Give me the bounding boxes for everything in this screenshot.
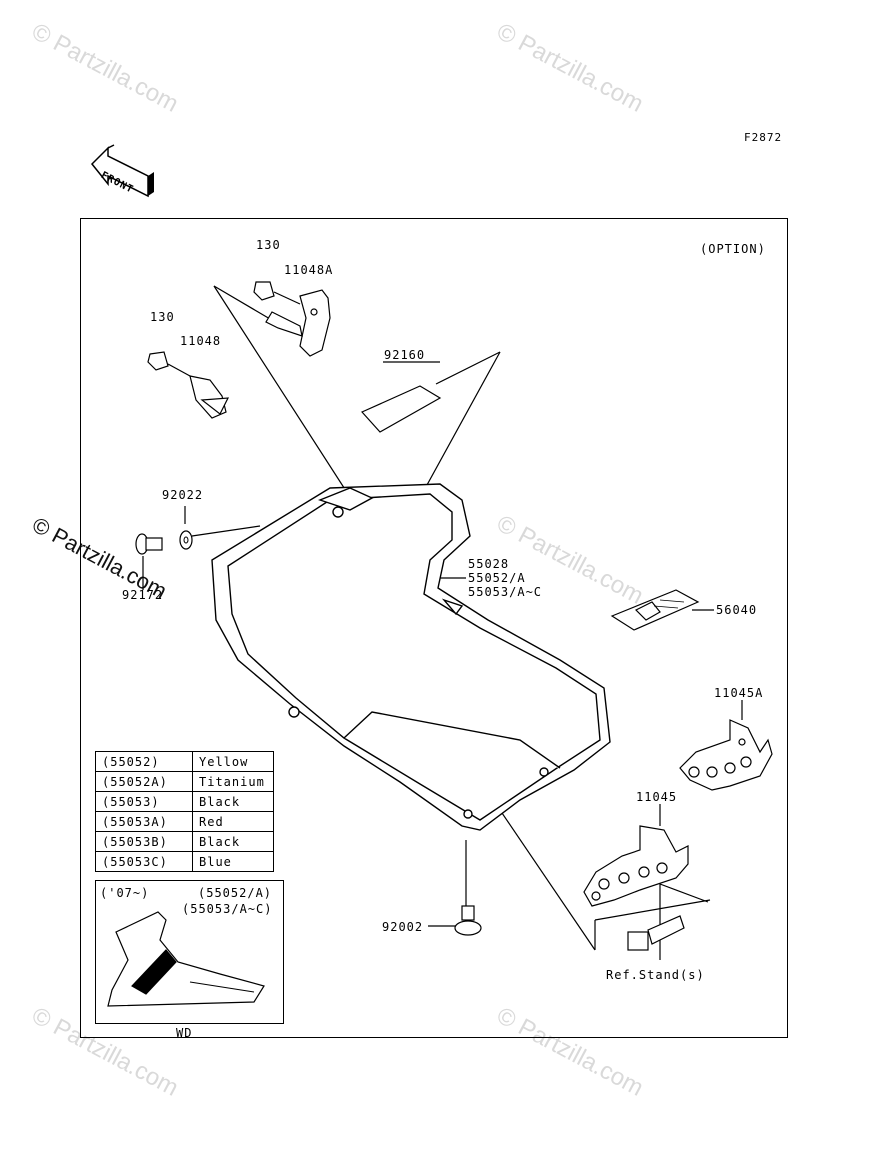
color-table-row: (55052)Yellow [95, 751, 274, 772]
callout-cowl-line3: 55053/A~C [468, 585, 543, 599]
part-code: (55053B) [95, 831, 193, 852]
callout-washer-92022: 92022 [162, 488, 204, 502]
variant-year: ('07~) [100, 886, 150, 900]
part-color: Black [192, 831, 274, 852]
callout-cowl-line1: 55028 [468, 557, 510, 571]
part-color: Yellow [192, 751, 274, 772]
part-code: (55053) [95, 791, 193, 812]
variant-line1: (55052/A) [198, 886, 273, 900]
variant-caption: WD [176, 1026, 193, 1040]
callout-ref-stand: Ref.Stand(s) [606, 968, 705, 982]
part-code: (55052) [95, 751, 193, 772]
variant-box [95, 880, 284, 1024]
part-color: Red [192, 811, 274, 832]
callout-bolt-92002: 92002 [382, 920, 424, 934]
color-table-row: (55052A)Titanium [95, 771, 274, 792]
callout-bolt-92172: 92172 [122, 588, 164, 602]
option-label: (OPTION) [700, 242, 766, 256]
callout-bracket-11048a: 11048A [284, 263, 334, 277]
callout-bolt-130-lower: 130 [150, 310, 175, 324]
part-color: Titanium [192, 771, 274, 792]
callout-pad-92160: 92160 [384, 348, 426, 362]
callout-bracket-11048: 11048 [180, 334, 222, 348]
color-table-row: (55053A)Red [95, 811, 274, 832]
callout-bolt-130-upper: 130 [256, 238, 281, 252]
callout-bracket-11045a: 11045A [714, 686, 764, 700]
variant-line2: (55053/A~C) [182, 902, 273, 916]
color-table-row: (55053C)Blue [95, 851, 274, 872]
diagram-code: F2872 [744, 131, 783, 144]
part-code: (55053C) [95, 851, 193, 872]
part-code: (55053A) [95, 811, 193, 832]
color-table-row: (55053B)Black [95, 831, 274, 852]
callout-cowl-line2: 55052/A [468, 571, 526, 585]
diagram-frame [80, 218, 788, 1038]
part-color: Black [192, 791, 274, 812]
part-code: (55052A) [95, 771, 193, 792]
color-table: (55052)Yellow(55052A)Titanium(55053)Blac… [95, 751, 274, 872]
callout-label-56040: 56040 [716, 603, 758, 617]
callout-bracket-11045: 11045 [636, 790, 678, 804]
part-color: Blue [192, 851, 274, 872]
front-arrow-icon [90, 144, 154, 198]
color-table-row: (55053)Black [95, 791, 274, 812]
